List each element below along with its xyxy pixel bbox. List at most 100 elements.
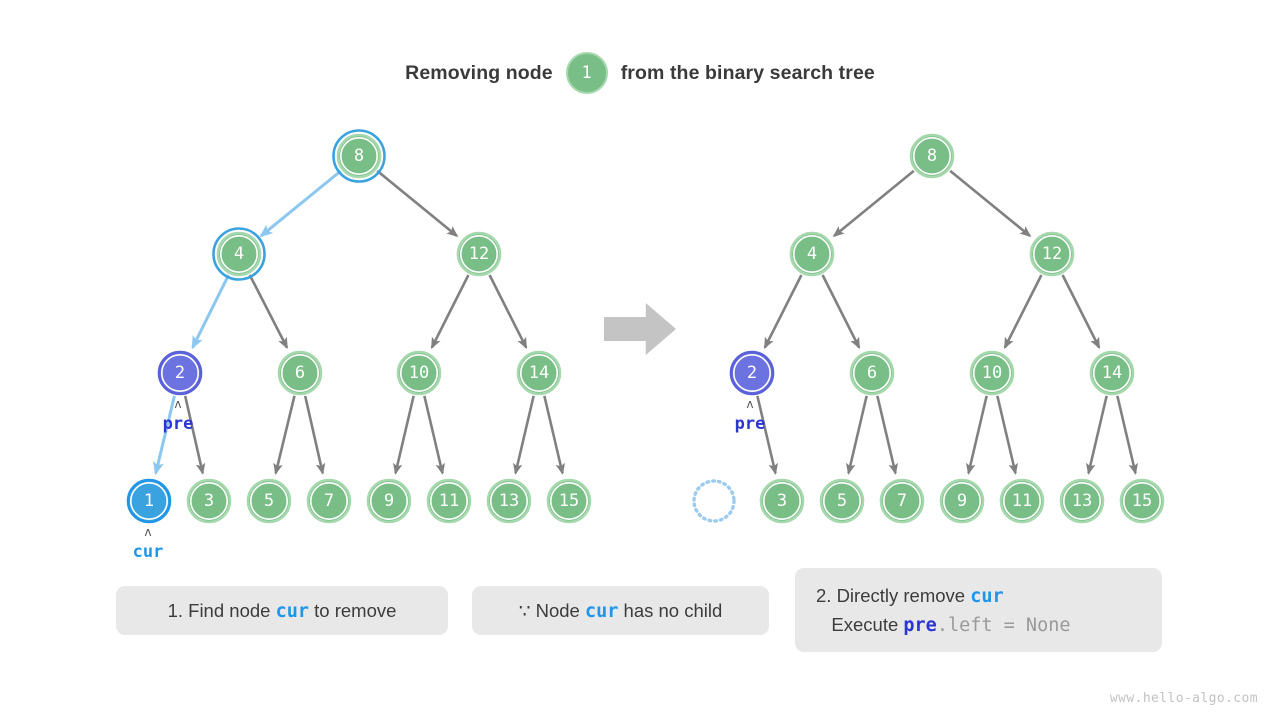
watermark: www.hello-algo.com	[1109, 691, 1258, 706]
tree-node-value: 6	[295, 363, 305, 383]
tree-node[interactable]: 5	[246, 478, 292, 524]
tree-node-value: 5	[837, 491, 847, 511]
tree-node[interactable]: 10	[396, 350, 442, 396]
arrow-right-icon	[604, 303, 676, 355]
tree-node[interactable]: 11	[426, 478, 472, 524]
caption-reason-text: ∵ Node cur has no child	[519, 600, 723, 622]
pointer-label-text: cur	[133, 542, 164, 562]
tree-node-value: 2	[747, 363, 757, 383]
tree-node[interactable]: 9	[939, 478, 985, 524]
tree-edge	[756, 395, 778, 475]
tree-edge	[376, 169, 459, 238]
tree-node[interactable]: 7	[879, 478, 925, 524]
pointer-caret-icon: ʌ	[144, 525, 151, 539]
tree-edge	[259, 169, 342, 238]
code-fragment: .left = None	[936, 614, 1071, 636]
keyword-cur: cur	[275, 600, 309, 622]
text-fragment: has no child	[618, 599, 723, 621]
tree-edge	[393, 395, 415, 475]
tree-node-value: 4	[234, 244, 244, 264]
text-fragment: 1. Find node	[167, 599, 276, 621]
tree-node[interactable]: 6	[849, 350, 895, 396]
tree-node-value: 3	[777, 491, 787, 511]
tree-node[interactable]: 12	[1029, 231, 1075, 277]
title-prefix: Removing node	[405, 61, 553, 84]
tree-node[interactable]: 14	[516, 350, 562, 396]
title-suffix: from the binary search tree	[620, 61, 875, 84]
tree-edge	[273, 395, 296, 475]
tree-node-value: 7	[324, 491, 334, 511]
tree-edge	[821, 274, 861, 350]
tree-node[interactable]: 13	[1059, 478, 1105, 524]
tree-edge	[488, 274, 528, 350]
page-title: Removing node 1 from the binary search t…	[0, 52, 1280, 94]
tree-edge	[513, 395, 535, 475]
caption-step-2-line-1: 2. Directly remove cur	[816, 585, 1162, 607]
tree-node-value: 3	[204, 491, 214, 511]
tree-node-value: 11	[1012, 491, 1032, 511]
tree-edge	[846, 395, 868, 475]
caption-step-1-text: 1. Find node cur to remove	[168, 600, 397, 622]
tree-edge	[949, 169, 1032, 238]
tree-node[interactable]: 14	[1089, 350, 1135, 396]
tree-edge	[876, 395, 898, 475]
tree-node[interactable]: 15	[546, 478, 592, 524]
tree-node-value: 6	[867, 363, 877, 383]
tree-node-value: 4	[807, 244, 817, 264]
tree-edge	[996, 395, 1018, 475]
tree-node[interactable]: 13	[486, 478, 532, 524]
tree-edge	[832, 169, 915, 238]
tree-node[interactable]: 4	[212, 227, 266, 281]
pointer-label-pre: ʌ pre	[735, 397, 766, 434]
tree-edge	[430, 274, 470, 350]
caption-step-2-line-2: Execute pre.left = None	[816, 614, 1162, 636]
tree-node-value: 15	[559, 491, 579, 511]
caption-step-1: 1. Find node cur to remove	[116, 586, 448, 635]
keyword-cur: cur	[584, 600, 619, 622]
tree-edge	[1061, 274, 1101, 350]
pointer-label-text: pre	[163, 414, 194, 434]
tree-node[interactable]: 7	[306, 478, 352, 524]
tree-node-value: 12	[469, 244, 489, 264]
tree-edges	[756, 169, 1138, 475]
tree-node[interactable]: 11	[999, 478, 1045, 524]
tree-node[interactable]: 10	[969, 350, 1015, 396]
tree-node-value: 14	[529, 363, 549, 383]
tree-node-value: 8	[354, 146, 364, 166]
tree-edge	[248, 274, 289, 350]
tree-node[interactable]: 1	[126, 478, 172, 524]
text-fragment: 2. Directly remove	[816, 584, 971, 606]
text-fragment: Execute	[816, 613, 904, 635]
tree-node[interactable]: 3	[186, 478, 232, 524]
tree-node-value: 5	[264, 491, 274, 511]
pointer-label-text: pre	[735, 414, 766, 434]
tree-node[interactable]: 5	[819, 478, 865, 524]
tree-edges	[152, 169, 565, 476]
tree-edge	[1003, 274, 1043, 350]
tree-node[interactable]: 8	[909, 133, 955, 179]
keyword-pre: pre	[903, 614, 937, 636]
tree-node[interactable]: 6	[277, 350, 323, 396]
tree-edge	[303, 395, 326, 475]
tree-edge	[543, 395, 565, 475]
tree-node[interactable]: 15	[1119, 478, 1165, 524]
tree-node[interactable]: 12	[456, 231, 502, 277]
tree-node-value: 7	[897, 491, 907, 511]
tree-node[interactable]: 3	[759, 478, 805, 524]
pointer-caret-icon: ʌ	[746, 397, 753, 411]
tree-edge	[183, 395, 206, 475]
tree-node-value: 11	[439, 491, 459, 511]
tree-node[interactable]: 9	[366, 478, 412, 524]
tree-node-value: 13	[499, 491, 519, 511]
removed-node-placeholder	[692, 479, 736, 523]
tree-node[interactable]: 2	[157, 350, 203, 396]
caption-step-2: 2. Directly remove cur Execute pre.left …	[795, 568, 1162, 652]
tree-node-value: 13	[1072, 491, 1092, 511]
tree-node[interactable]: 4	[789, 231, 835, 277]
tree-node[interactable]: 2	[729, 350, 775, 396]
tree-node[interactable]: 8	[332, 129, 386, 183]
